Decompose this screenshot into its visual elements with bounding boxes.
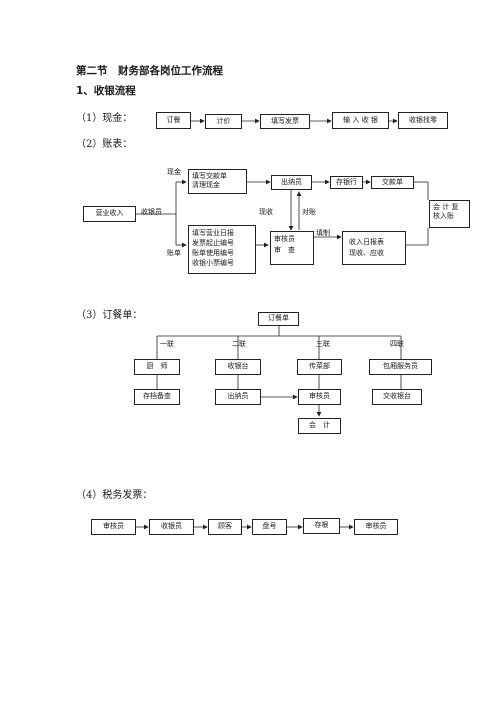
tax-step-customer: 顾客 <box>208 519 242 535</box>
cash-branch-label: 现金 <box>167 168 181 176</box>
return-cashier-box: 交收银台 <box>372 389 422 405</box>
page-title: 第二节 财务部各岗位工作流程 <box>76 65 223 77</box>
archive-box: 存档备查 <box>134 389 180 405</box>
accounting-box: 会 计 <box>298 418 341 434</box>
ledger-label: （2）账表： <box>76 139 133 150</box>
copy-2-label: 二联 <box>232 340 246 348</box>
dish-delivery-box: 传菜部 <box>297 359 342 375</box>
order-label: （3）订餐单： <box>76 310 143 321</box>
tax-step-stub: 存根 <box>303 518 340 534</box>
private-room-server-box: 包厢服务员 <box>369 359 432 375</box>
fill-in-label: 填制 <box>316 229 330 237</box>
reconcile-label: 对账 <box>302 208 316 216</box>
tax-step-final-auditor: 审核员 <box>354 519 398 535</box>
payment-slip-box: 交款单 <box>371 176 414 189</box>
cash-label: （1）现金： <box>76 113 133 124</box>
cash-step-invoice: 填写发票 <box>260 114 310 129</box>
daily-report-box: 填写营业日报 发票起止编号 账单使用编号 收银小票编号 <box>188 225 256 274</box>
cash-receipt-label: 现收 <box>259 208 273 216</box>
bill-branch-label: 账单 <box>167 249 181 257</box>
cash-step-order: 订餐 <box>156 112 191 129</box>
order-form-box: 订餐单 <box>258 312 299 326</box>
cash-step-change: 收银找零 <box>398 112 448 129</box>
cash-step-register: 输 入 收 银 <box>332 112 389 129</box>
copy-1-label: 一联 <box>160 340 174 348</box>
teller-box: 出纳员 <box>271 175 312 190</box>
tax-step-cashier: 收银员 <box>149 519 194 535</box>
deposit-bank-box: 存银行 <box>330 176 363 189</box>
accountant-review-box: 会 计 复 核入账 <box>429 200 470 228</box>
chef-box: 厨 师 <box>134 359 180 375</box>
copy-3-label: 三联 <box>316 340 330 348</box>
cash-step-pricing: 计价 <box>205 114 242 129</box>
order-teller-box: 出纳员 <box>215 389 261 405</box>
section-title: 1、收银流程 <box>76 85 136 97</box>
cashier-desk-box: 收银台 <box>215 359 261 375</box>
cashier-label: 收银员 <box>141 208 162 216</box>
revenue-box: 营业收入 <box>83 206 136 222</box>
tax-step-tray: 盘号 <box>252 519 287 535</box>
order-auditor-box: 审核员 <box>298 389 341 405</box>
tax-step-auditor: 审核员 <box>91 519 136 535</box>
tax-label: （4）税务发票： <box>76 490 153 501</box>
fill-payment-form-box: 填写交款单 清理现金 <box>188 169 247 194</box>
copy-4-label: 四联 <box>390 340 404 348</box>
auditor-review-box: 审核员 审 查 <box>270 231 314 265</box>
income-report-box: 收入日报表 现收、应收 <box>342 231 406 265</box>
